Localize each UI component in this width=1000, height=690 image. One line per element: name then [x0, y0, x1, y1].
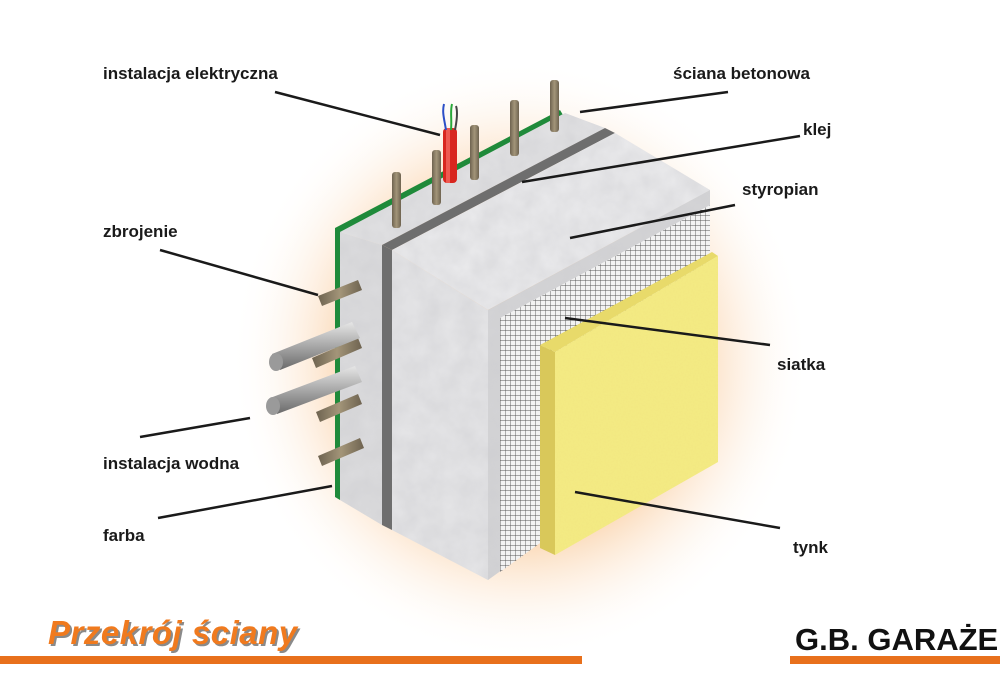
vertical-rods — [392, 80, 559, 228]
leader-styropian — [569, 203, 736, 240]
page-title: Przekrój ściany — [48, 614, 298, 651]
adhesive-layer-top — [382, 128, 615, 250]
water-pipes — [266, 322, 362, 415]
label-zbrojenie: zbrojenie — [103, 222, 178, 241]
leader-zbrojenie — [159, 248, 319, 297]
electrical-cable — [442, 103, 459, 183]
adhesive-layer-side — [382, 245, 392, 530]
label-instalacja-elektryczna: instalacja elektryczna — [103, 64, 278, 83]
label-farba: farba — [103, 526, 145, 545]
title-underline-bar — [0, 656, 582, 664]
company-logo: G.B. GARAŻE — [795, 622, 999, 657]
leader-tynk — [574, 490, 781, 530]
logo-underline-bar — [790, 656, 1000, 664]
label-instalacja-wodna: instalacja wodna — [103, 454, 240, 473]
plaster-edge — [540, 345, 555, 555]
leader-instalacja-wodna — [139, 416, 251, 439]
label-tynk: tynk — [793, 538, 828, 557]
leader-siatka — [564, 316, 771, 347]
leader-instalacja-elektryczna — [274, 90, 441, 137]
plaster-top-edge — [540, 252, 718, 352]
leader-sciana-betonowa — [579, 90, 729, 114]
label-klej: klej — [803, 120, 832, 139]
rebar-rods — [312, 280, 364, 466]
label-sciana-betonowa: ściana betonowa — [673, 64, 810, 83]
leader-klej — [521, 134, 801, 184]
leader-farba — [157, 484, 333, 520]
label-styropian: styropian — [742, 180, 819, 199]
label-siatka: siatka — [777, 355, 826, 374]
leader-lines — [139, 90, 801, 530]
